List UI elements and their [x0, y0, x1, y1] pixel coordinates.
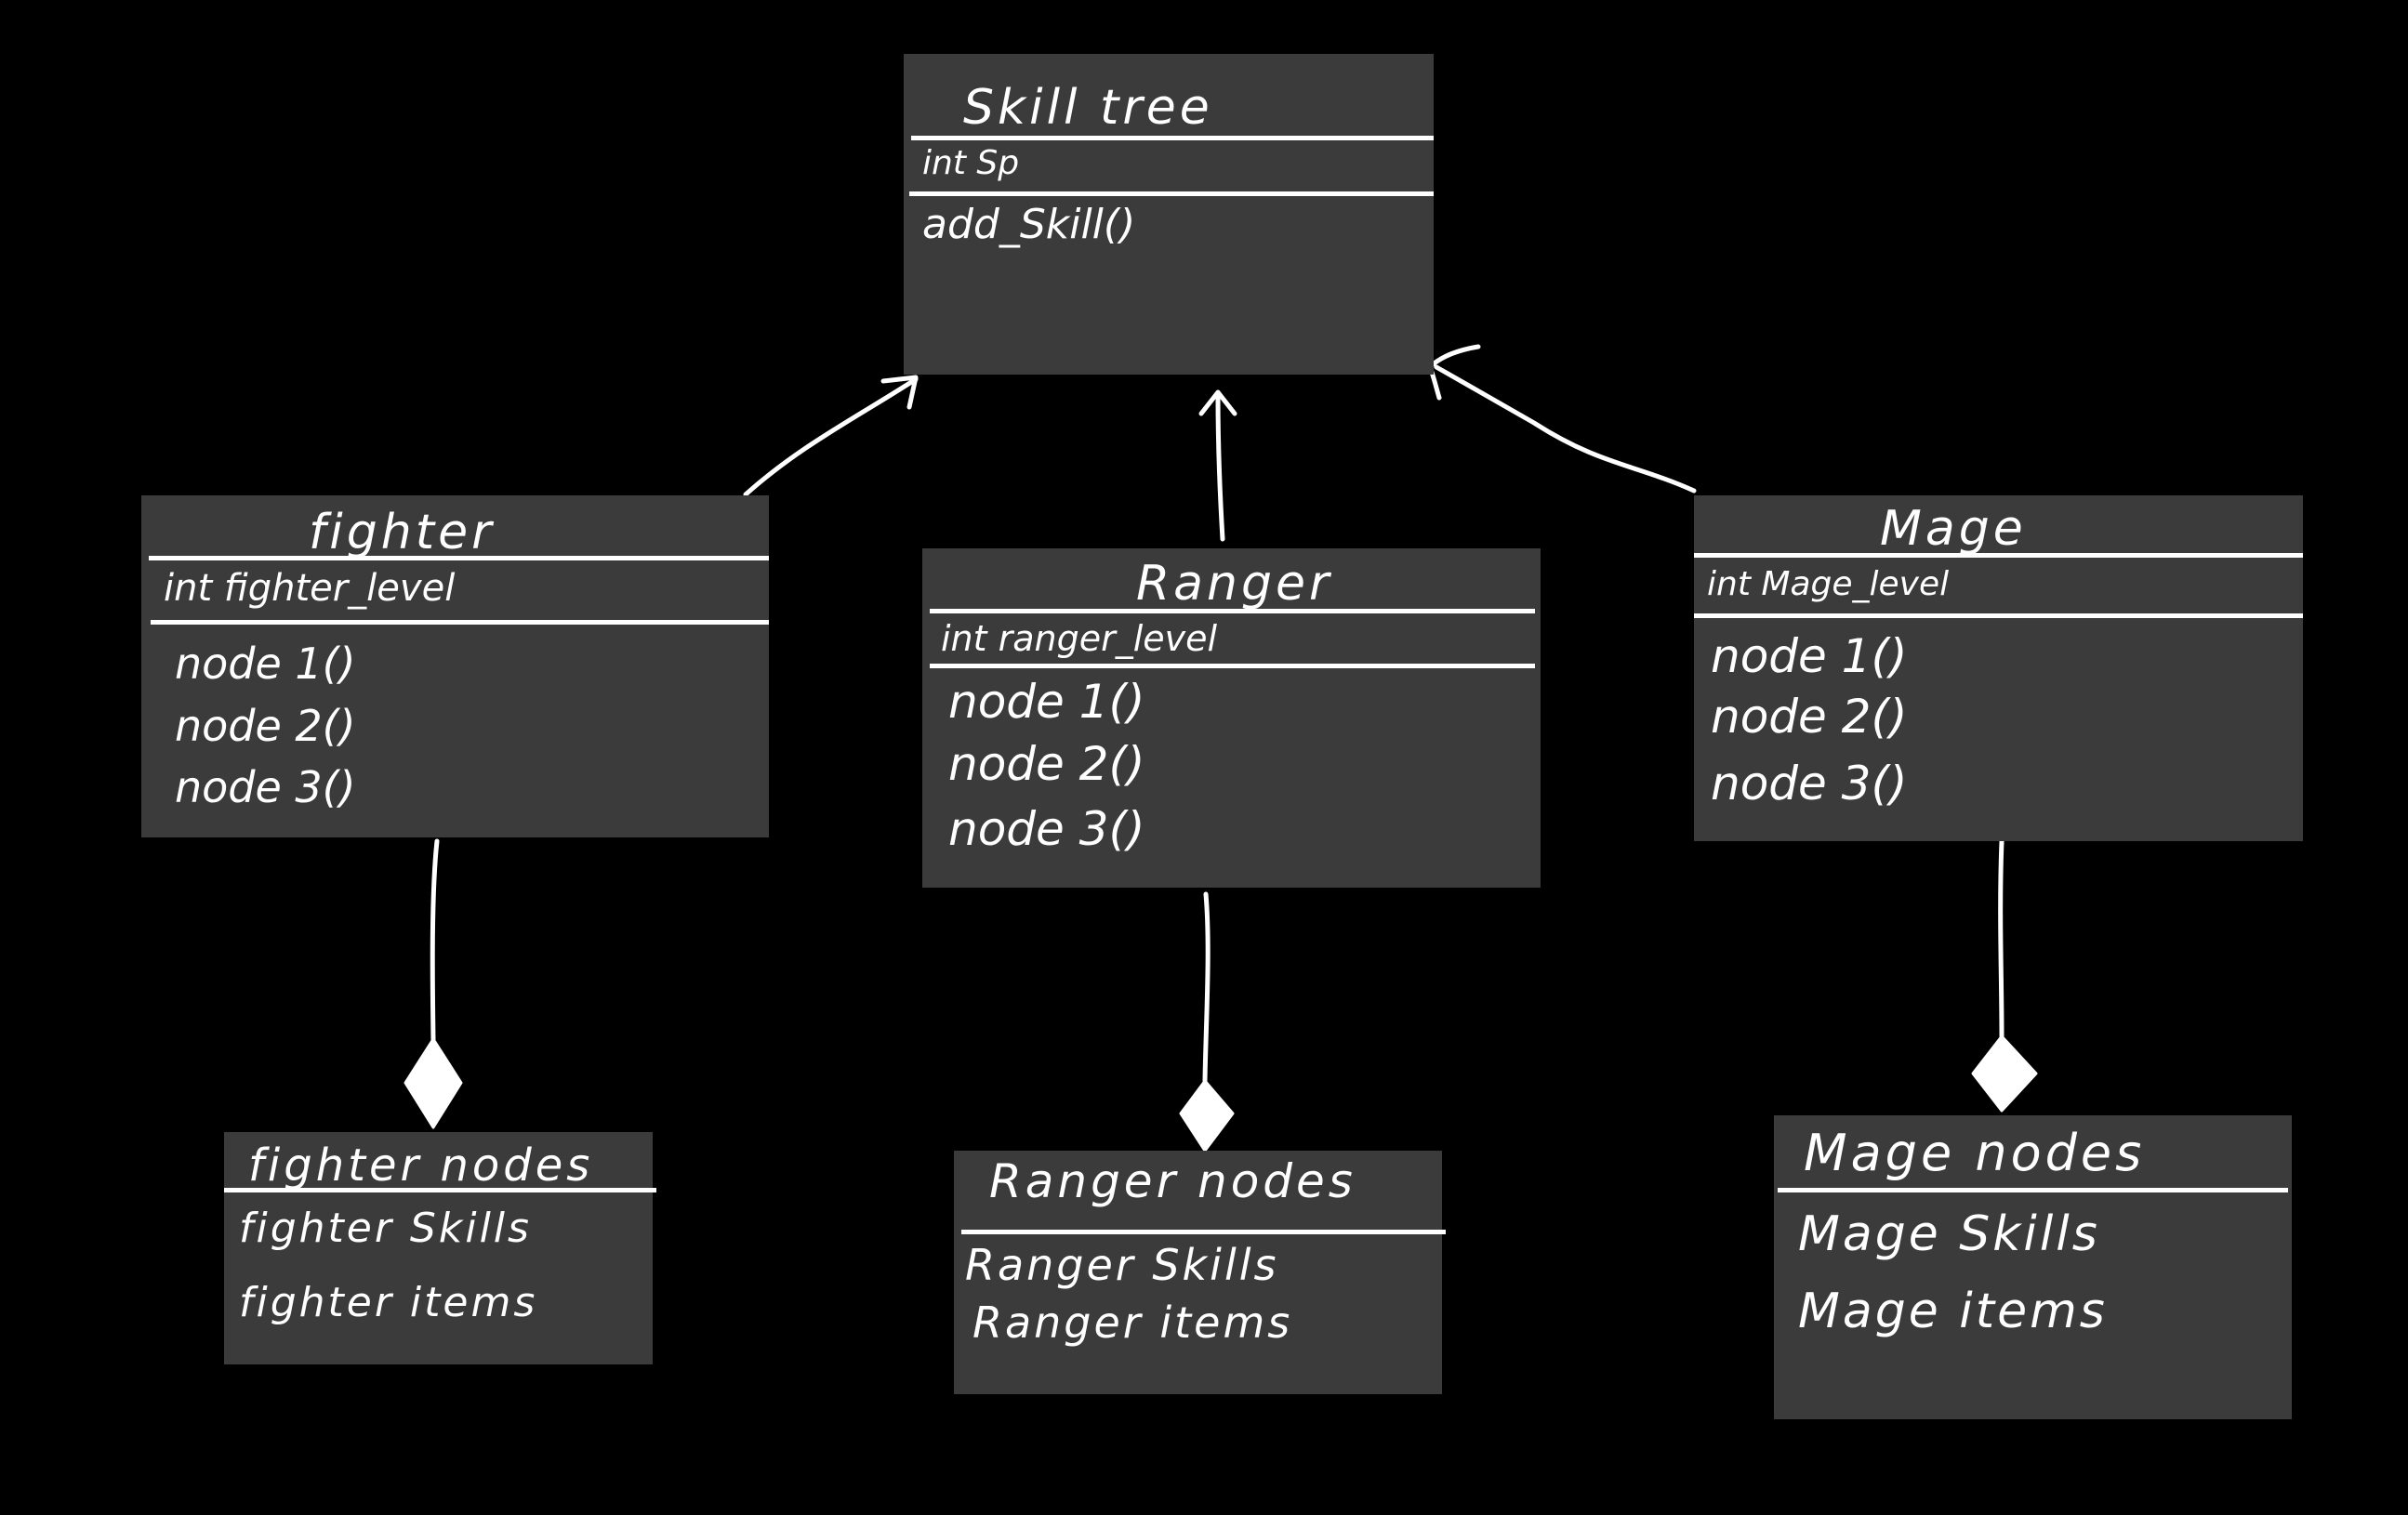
- class-box-mage: Mage int Mage_level node 1() node 2() no…: [1694, 495, 2303, 841]
- class-name: Mage nodes: [1804, 1124, 2146, 1182]
- class-box-mage-nodes: Mage nodes Mage Skills Mage items: [1774, 1115, 2292, 1419]
- divider: [1694, 613, 2303, 618]
- composition-line-ranger: [1202, 891, 1211, 1084]
- class-name: fighter nodes: [248, 1140, 594, 1192]
- arrowhead-fighter-icon: [880, 375, 919, 410]
- method: node 3(): [948, 802, 1145, 856]
- member: fighter Skills: [239, 1205, 532, 1252]
- composition-diamond-ranger-icon: [1179, 1079, 1235, 1153]
- composition-line-fighter: [430, 838, 440, 1042]
- divider: [224, 1188, 656, 1192]
- class-name: Ranger nodes: [989, 1154, 1356, 1208]
- class-name: Ranger: [1136, 556, 1333, 612]
- method: node 2(): [1711, 690, 1908, 744]
- class-name: Skill tree: [963, 80, 1213, 136]
- member: Ranger items: [972, 1298, 1293, 1348]
- class-name: fighter: [309, 505, 496, 560]
- divider: [1694, 553, 2303, 558]
- divider: [1778, 1188, 2288, 1192]
- class-box-ranger-nodes: Ranger nodes Ranger Skills Ranger items: [954, 1151, 1446, 1394]
- divider: [911, 136, 1434, 140]
- member: Ranger Skills: [965, 1240, 1279, 1290]
- divider: [961, 1230, 1446, 1234]
- inheritance-arrow-fighter: [743, 376, 919, 497]
- method: node 3(): [175, 762, 356, 812]
- attribute: int Sp: [922, 144, 1020, 182]
- divider: [930, 609, 1535, 613]
- divider: [149, 556, 769, 560]
- method: node 2(): [175, 701, 356, 751]
- member: fighter items: [239, 1279, 538, 1326]
- class-box-ranger: Ranger int ranger_level node 1() node 2(…: [922, 548, 1541, 888]
- method: add_Skill(): [922, 201, 1136, 248]
- divider: [930, 664, 1535, 668]
- attribute: int fighter_level: [164, 567, 456, 610]
- inheritance-arrow-ranger: [1215, 392, 1225, 542]
- class-box-skill-tree: Skill tree int Sp add_Skill(): [904, 54, 1434, 375]
- method: node 1(): [175, 639, 356, 689]
- member: Mage items: [1798, 1284, 2108, 1339]
- attribute: int ranger_level: [941, 618, 1218, 659]
- composition-line-mage: [1998, 838, 2004, 1039]
- composition-diamond-mage-icon: [1971, 1034, 2038, 1113]
- divider: [151, 620, 769, 625]
- arrowhead-ranger-icon: [1198, 389, 1237, 416]
- composition-diamond-fighter-icon: [404, 1037, 463, 1129]
- attribute: int Mage_level: [1707, 565, 1950, 603]
- arrowhead-mage-icon: [1427, 344, 1481, 401]
- divider: [909, 191, 1434, 196]
- method: node 3(): [1711, 757, 1908, 810]
- method: node 1(): [1711, 629, 1908, 683]
- class-box-fighter-nodes: fighter nodes fighter Skills fighter ite…: [224, 1132, 656, 1364]
- member: Mage Skills: [1798, 1206, 2100, 1262]
- class-box-fighter: fighter int fighter_level node 1() node …: [141, 495, 769, 837]
- inheritance-arrow-mage: [1434, 364, 1697, 494]
- method: node 2(): [948, 737, 1145, 791]
- class-name: Mage: [1880, 501, 2027, 557]
- method: node 1(): [948, 675, 1145, 729]
